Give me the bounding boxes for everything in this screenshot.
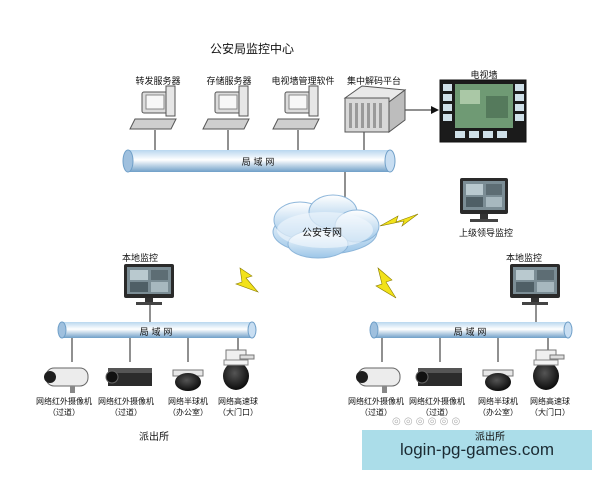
camera-caption: 网络高速球（大门口） [218, 397, 258, 417]
bullet-camera-icon [356, 367, 401, 393]
station-label-left: 派出所 [139, 432, 169, 443]
tv-wall-icon [439, 79, 527, 143]
device-label-forwarding: 转发服务器 [135, 77, 181, 87]
local-monitor-icon [510, 264, 560, 305]
lightning-bolt-icon [375, 267, 397, 299]
faint-watermark-text: ◎ ◎ ◎ ◎ ◎ ◎ [392, 416, 461, 427]
tv-wall-software-pc-icon [272, 85, 320, 130]
speed-dome-camera-icon [533, 349, 565, 390]
camera-caption: 网络红外摄像机（过道） [36, 397, 92, 417]
tv-wall-label: 电视墙 [470, 71, 498, 81]
device-label-decoder: 集中解码平台 [346, 77, 402, 87]
upper-monitor-icon [460, 178, 508, 222]
connector-lines [71, 106, 549, 362]
cloud-label: 公安专网 [302, 228, 342, 239]
center-title: 公安局监控中心 [209, 42, 295, 56]
upper-monitor-label: 上级领导监控 [458, 229, 514, 239]
police-network-cloud-icon [272, 194, 380, 259]
box-camera-icon [105, 368, 152, 386]
local-monitor-label-left: 本地监控 [121, 254, 159, 264]
camera-caption: 网络半球机（办公室） [168, 397, 208, 417]
camera-caption: 网络半球机（办公室） [478, 397, 518, 417]
device-label-storage: 存储服务器 [206, 77, 252, 87]
decoding-platform-icon [343, 85, 407, 133]
camera-caption: 网络红外摄像机（过道） [98, 397, 154, 417]
watermark-text: login-pg-games.com [399, 440, 554, 459]
bullet-camera-icon [44, 367, 89, 393]
station-lan-pipe [57, 321, 257, 339]
local-monitor-label-right: 本地监控 [505, 254, 543, 264]
dome-camera-icon [482, 369, 514, 391]
storage-server-icon [202, 85, 250, 130]
lightning-bolt-icon [235, 267, 259, 293]
center-lan-pipe [122, 149, 396, 173]
dome-camera-icon [172, 369, 204, 391]
camera-caption: 网络红外摄像机（过道） [348, 397, 404, 417]
lightning-bolt-icon [379, 213, 419, 227]
station-lan-label-right: 局 域 网 [453, 328, 487, 338]
station-lan-pipe [369, 321, 573, 339]
local-monitor-icon [124, 264, 174, 305]
forwarding-server-icon [129, 85, 177, 130]
watermark-banner: login-pg-games.com [362, 430, 592, 470]
speed-dome-camera-icon [223, 349, 255, 390]
camera-caption: 网络高速球（大门口） [530, 397, 570, 417]
device-label-tvwall-software: 电视墙管理软件 [271, 77, 335, 87]
station-label-right: 派出所 [475, 432, 505, 443]
camera-caption: 网络红外摄像机（过道） [409, 397, 465, 417]
station-lan-label-left: 局 域 网 [139, 328, 173, 338]
box-camera-icon [415, 368, 462, 386]
center-lan-label: 局 域 网 [241, 158, 275, 168]
